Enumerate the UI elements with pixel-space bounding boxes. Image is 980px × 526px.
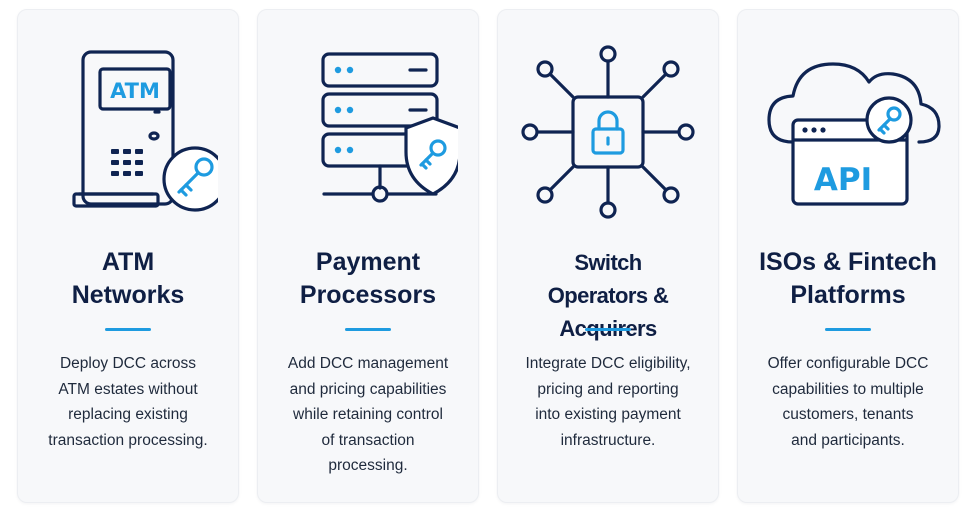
- card-description: Integrate DCC eligibility, pricing and r…: [512, 351, 704, 453]
- description-line: Add DCC management: [287, 355, 449, 372]
- switch-lock-network-icon-wrap: [498, 42, 718, 232]
- description-line: processing.: [328, 457, 408, 474]
- card-switch-operators: Switch Operators & Acquirers Integrate D…: [497, 9, 719, 503]
- card-title-line-1: ATM: [101, 248, 155, 276]
- accent-divider: [345, 328, 391, 331]
- description-line: while retaining control: [293, 406, 443, 423]
- card-title-line-2: Networks: [71, 281, 185, 309]
- card-title-line-1: ISOs & Fintech: [759, 248, 937, 276]
- api-label: API: [814, 162, 872, 198]
- switch-lock-network-icon: [521, 45, 695, 219]
- description-line: into existing payment: [535, 406, 681, 423]
- description-line: pricing and reporting: [537, 380, 679, 398]
- card-title: ATM Networks: [18, 246, 238, 312]
- description-line: and participants.: [791, 431, 905, 449]
- description-line: and pricing capabilities: [289, 380, 447, 398]
- card-title-line-2: Processors: [299, 281, 437, 309]
- cloud-api-key-icon-wrap: API: [738, 42, 958, 232]
- card-description: Offer configurable DCC capabilities to m…: [752, 351, 944, 453]
- card-title: Payment Processors: [258, 246, 478, 312]
- description-line: Integrate DCC eligibility,: [525, 355, 691, 372]
- description-line: Offer configurable DCC: [767, 355, 929, 372]
- cloud-api-key-icon: API: [767, 62, 941, 206]
- card-payment-processors: Payment Processors Add DCC management an…: [257, 9, 479, 503]
- accent-divider: [105, 328, 151, 331]
- card-title-line-2: Operators & Acquirers: [547, 283, 669, 341]
- card-description: Add DCC management and pricing capabilit…: [272, 351, 464, 479]
- atm-key-icon-wrap: ATM: [18, 42, 238, 232]
- card-description: Deploy DCC across ATM estates without re…: [32, 351, 224, 453]
- description-line: of transaction: [321, 431, 415, 449]
- card-title-line-1: Payment: [315, 248, 421, 276]
- accent-divider: [825, 328, 871, 331]
- card-title-line-1: Switch: [574, 250, 642, 275]
- description-line: Deploy DCC across: [59, 355, 197, 372]
- server-shield-icon: [321, 52, 458, 203]
- description-line: transaction processing.: [48, 431, 208, 449]
- card-title: Switch Operators & Acquirers: [498, 246, 718, 345]
- description-line: capabilities to multiple: [772, 380, 924, 398]
- card-atm-networks: ATM: [17, 9, 239, 503]
- server-shield-icon-wrap: [258, 42, 478, 232]
- atm-key-icon: ATM: [72, 50, 218, 212]
- card-isos-fintech: API ISOs & Fintech Platforms Offer confi…: [737, 9, 959, 503]
- description-line: customers, tenants: [782, 406, 914, 423]
- description-line: infrastructure.: [560, 431, 656, 449]
- atm-screen-label: ATM: [110, 79, 160, 103]
- card-title-line-2: Platforms: [790, 281, 906, 309]
- description-line: ATM estates without: [58, 380, 198, 398]
- card-title: ISOs & Fintech Platforms: [738, 246, 958, 312]
- accent-divider: [585, 328, 631, 331]
- description-line: replacing existing: [68, 406, 188, 423]
